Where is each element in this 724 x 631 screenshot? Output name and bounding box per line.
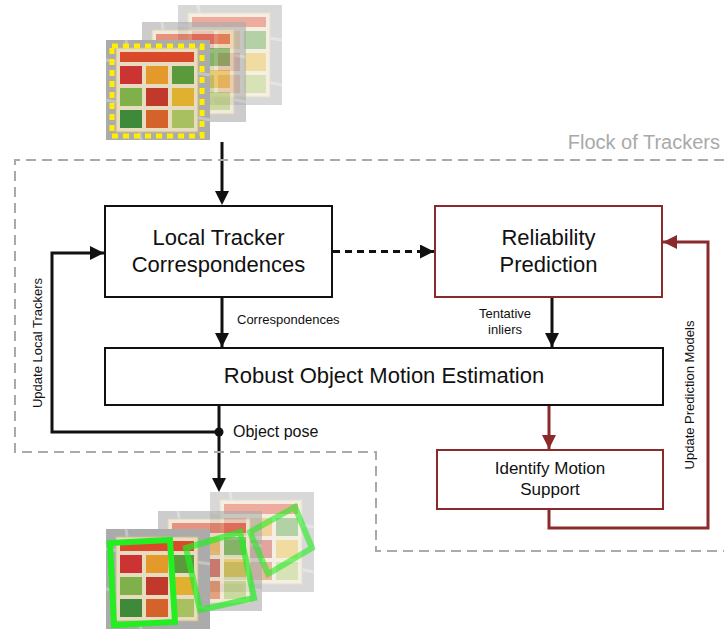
output-label: Object pose <box>232 422 319 441</box>
box-label: Identify Motion Support <box>475 459 625 500</box>
dashed-arrow <box>333 250 434 253</box>
edge-label: Tentative inliers <box>468 306 542 337</box>
box-label: Local Tracker Correspondences <box>119 225 319 278</box>
region-title: Flock of Trackers <box>568 130 724 154</box>
edge-label: Update Prediction Models <box>682 320 698 471</box>
video-frame <box>106 40 210 140</box>
tracked-pose <box>110 540 175 625</box>
flow-arrow <box>548 406 551 449</box>
flow-arrow <box>551 298 554 347</box>
system-region: Flock of TrackersLocal Tracker Correspon… <box>14 128 724 554</box>
process-box: Local Tracker Correspondences <box>104 205 333 298</box>
edge-label: Update Local Trackers <box>30 277 46 409</box>
region-border <box>15 160 724 551</box>
tracked-pose <box>186 532 254 610</box>
support-box: Identify Motion Support <box>436 449 664 510</box>
flow-arrow <box>221 298 224 347</box>
arrow-line <box>221 142 224 193</box>
arrow-head <box>215 191 229 205</box>
arrow-line <box>218 432 221 480</box>
output-frames <box>106 492 314 629</box>
process-box: Robust Object Motion Estimation <box>104 347 664 406</box>
arrow-head <box>212 478 226 492</box>
tracked-pose <box>250 507 312 574</box>
box-label: Reliability Prediction <box>464 225 634 278</box>
input-frames <box>106 5 282 140</box>
prediction-box: Reliability Prediction <box>434 205 663 298</box>
initial-bounding-box <box>112 46 202 136</box>
edge-label: Correspondences <box>236 312 341 328</box>
box-label: Robust Object Motion Estimation <box>224 363 544 389</box>
input-arrow <box>215 142 229 205</box>
output-arrow <box>212 428 226 493</box>
